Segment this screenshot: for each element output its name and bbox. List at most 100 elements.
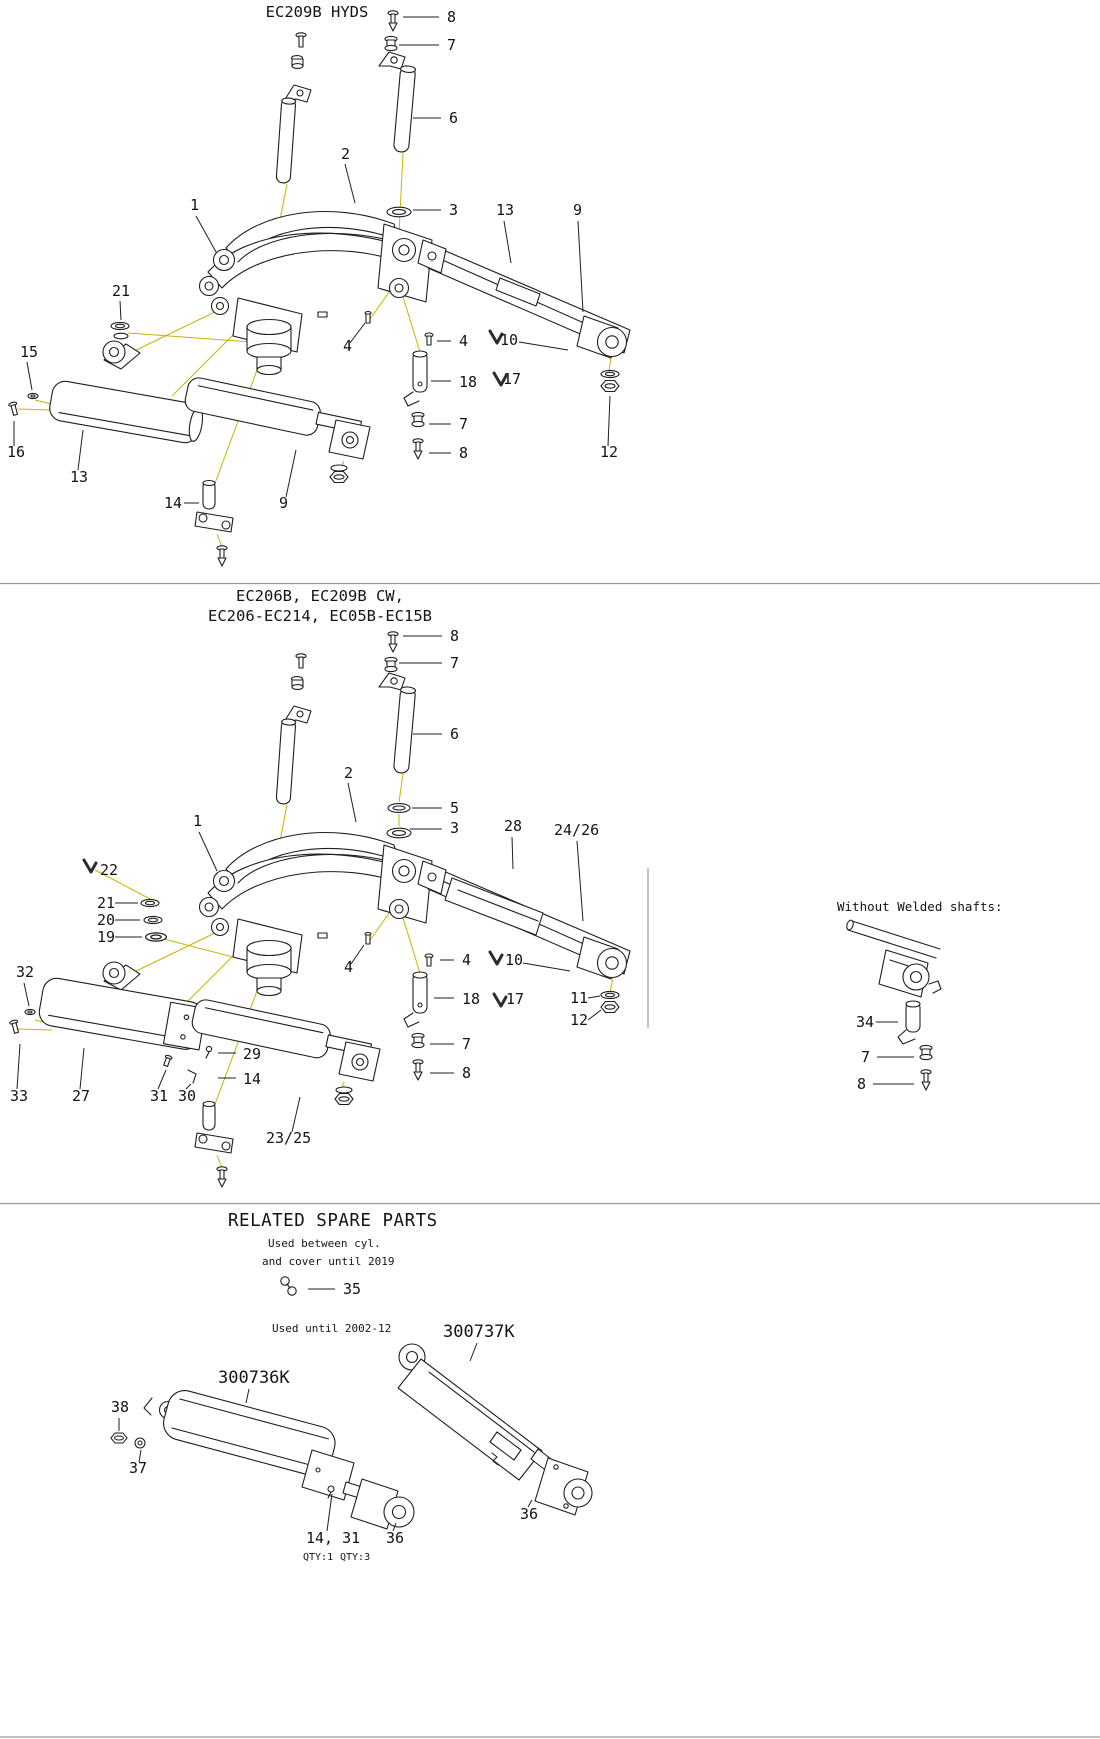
pivot-pin-left	[275, 32, 312, 184]
top-link-arm	[417, 239, 631, 359]
callout-27: 27	[72, 1087, 90, 1105]
callout-7-inset: 7	[861, 1048, 870, 1066]
callout-8-top: 8	[447, 8, 456, 26]
callout-33: 33	[10, 1087, 28, 1105]
callout-24-26: 24/26	[554, 821, 599, 839]
grease-fitting-29	[205, 1045, 213, 1053]
note-until: Used until 2002-12	[272, 1322, 391, 1335]
inset-note: Without Welded shafts:	[837, 899, 1003, 914]
callout-12: 12	[570, 1011, 588, 1029]
callout-9-cyl: 9	[279, 494, 288, 512]
screw-31	[163, 1054, 173, 1067]
bending-clamp-assembly	[198, 206, 433, 376]
callout-dashes-middle	[16, 635, 602, 1133]
callout-28: 28	[504, 817, 522, 835]
callout-29: 29	[243, 1045, 261, 1063]
washer-19	[145, 932, 167, 942]
callout-18: 18	[459, 373, 477, 391]
nut-bottom	[329, 470, 349, 484]
callout-4-left: 4	[343, 337, 352, 355]
nut-38	[110, 1432, 128, 1444]
section-related-spare-parts: RELATED SPARE PARTS Used between cyl. an…	[110, 1211, 593, 1563]
callout-7-mid: 7	[462, 1035, 471, 1053]
callout-6: 6	[449, 109, 458, 127]
washer-21	[110, 321, 130, 331]
callouts-bottom: 35 38 37 14, 31 QTY:1 QTY:3 36 36	[111, 1280, 538, 1563]
callout-4-right: 4	[459, 332, 468, 350]
pivot-pin-left	[275, 653, 312, 805]
note-cyl-2: and cover until 2019	[262, 1255, 394, 1268]
callout-36-right: 36	[520, 1505, 538, 1523]
bending-clamp-assembly	[198, 827, 433, 997]
callout-37: 37	[129, 1459, 147, 1477]
callout-14: 14	[243, 1070, 261, 1088]
part-number-300737K: 300737K	[443, 1322, 515, 1342]
callout-19: 19	[97, 928, 115, 946]
cylinder-300736K	[163, 1390, 336, 1477]
callout-17: 17	[506, 990, 524, 1008]
inset-without-welded-shafts: Without Welded shafts: 34 7 8	[837, 899, 1003, 1093]
callout-8-inset: 8	[857, 1075, 866, 1093]
callouts-top: 8 7 6 2 1 3 13 9 21 4 4 10 15 18 17 16 1…	[7, 8, 618, 512]
screw-8-inset	[920, 1069, 932, 1091]
callout-21: 21	[97, 894, 115, 912]
callout-6: 6	[450, 725, 459, 743]
callout-14-31: 14, 31	[306, 1529, 360, 1547]
callout-dashes-bottom	[118, 1288, 533, 1532]
callout-35: 35	[343, 1280, 361, 1298]
callout-5: 5	[450, 799, 459, 817]
callout-1: 1	[193, 812, 202, 830]
screw-33	[9, 1019, 20, 1034]
callout-1: 1	[190, 196, 199, 214]
callout-dashes-top	[13, 16, 611, 504]
pin-and-screw-cluster	[404, 333, 433, 459]
wedge-pin-17	[492, 992, 508, 1008]
callout-32: 32	[16, 963, 34, 981]
callout-17: 17	[503, 370, 521, 388]
callout-10: 10	[500, 331, 518, 349]
section-mid-title-1: EC206B, EC209B CW,	[236, 587, 404, 605]
callout-30: 30	[178, 1087, 196, 1105]
callout-13-arm: 13	[496, 201, 514, 219]
callout-4-left: 4	[344, 958, 353, 976]
qty-1-label: QTY:1	[303, 1552, 333, 1563]
callout-2: 2	[341, 145, 350, 163]
wedge-pin-22	[82, 858, 98, 874]
note-cyl-1: Used between cyl.	[268, 1237, 381, 1250]
callout-3: 3	[450, 819, 459, 837]
callout-16: 16	[7, 443, 25, 461]
diagram-ec206b	[9, 632, 631, 1187]
link-block-28	[444, 877, 544, 936]
callout-9-arm: 9	[573, 201, 582, 219]
nut-12	[601, 370, 619, 391]
callout-3: 3	[449, 201, 458, 219]
wedge-pin-10	[488, 950, 504, 966]
cylinder-300737K	[397, 1358, 543, 1481]
grease-fitting	[327, 1485, 335, 1493]
elbow-30	[187, 1069, 197, 1084]
spare-parts-title: RELATED SPARE PARTS	[228, 1211, 438, 1231]
callout-8-mid: 8	[459, 444, 468, 462]
part-number-300736K: 300736K	[218, 1368, 290, 1388]
callout-15: 15	[20, 343, 38, 361]
washer-21	[140, 898, 160, 908]
callout-23-25: 23/25	[266, 1129, 311, 1147]
qty-3-label: QTY:3	[340, 1552, 370, 1563]
callout-8-mid: 8	[462, 1064, 471, 1082]
callout-22: 22	[100, 861, 118, 879]
pin-and-screw-cluster	[404, 954, 433, 1080]
diagram-ec209b	[8, 11, 631, 567]
washer-11-nut-12	[601, 991, 619, 1012]
callout-7-mid: 7	[459, 415, 468, 433]
callout-11: 11	[570, 989, 588, 1007]
callout-14: 14	[164, 494, 182, 512]
link-14	[195, 481, 233, 567]
callout-18: 18	[462, 990, 480, 1008]
callout-8-top: 8	[450, 627, 459, 645]
callout-13-cyl: 13	[70, 468, 88, 486]
callout-4-right: 4	[462, 951, 471, 969]
chain-link-35	[280, 1276, 290, 1286]
section-ec206b: EC206B, EC209B CW, EC206-EC214, EC05B-EC…	[9, 587, 1003, 1187]
